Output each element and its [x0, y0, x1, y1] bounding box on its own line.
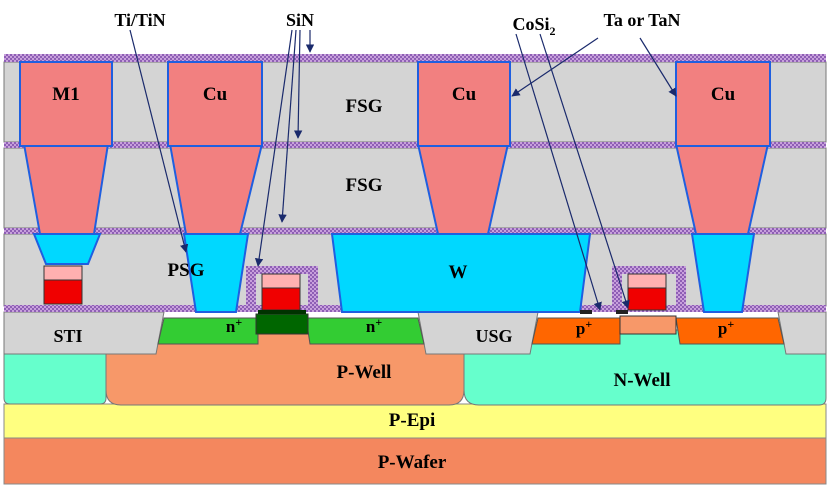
- label-cosi2-sub: 2: [550, 24, 556, 38]
- pmos-gate-spacer: [612, 266, 686, 312]
- label-p-plus-left-sup: +: [585, 317, 592, 331]
- label-n-plus-left-sup: +: [235, 315, 242, 329]
- cosi2-region-3: [258, 310, 306, 314]
- label-p-plus-right: p+: [718, 317, 734, 338]
- pmos-gate-silicide: [627, 273, 667, 289]
- label-w: W: [449, 262, 468, 283]
- p-epi-layer: [3, 403, 827, 439]
- label-n-plus-left-base: n: [226, 317, 236, 336]
- label-p-plus-left-base: p: [576, 319, 585, 338]
- label-n-well: N-Well: [614, 370, 671, 391]
- annotation-arrows: [129, 29, 677, 311]
- label-p-epi: P-Epi: [389, 410, 435, 431]
- sin-cap-3: [4, 228, 826, 234]
- sti-left: [3, 311, 165, 355]
- label-cu-1: Cu: [203, 84, 228, 105]
- cu-line-3: [675, 61, 771, 147]
- label-n-plus-left: n+: [226, 315, 242, 336]
- nmos-channel-oxide: [255, 313, 309, 335]
- label-fsg-lower: FSG: [346, 175, 383, 196]
- nmos-gate-spacer: [246, 266, 318, 312]
- label-p-plus-right-base: p: [718, 319, 727, 338]
- n-well-region: [463, 329, 827, 406]
- label-p-wafer: P-Wafer: [378, 452, 447, 473]
- label-sti: STI: [53, 326, 82, 346]
- sin-cap-2: [4, 142, 826, 148]
- p-plus-right: [675, 317, 785, 345]
- n-plus-left: [157, 317, 259, 345]
- label-cosi2-base: CoSi: [512, 14, 549, 34]
- label-ti-tin: Ti/TiN: [114, 10, 165, 30]
- pmos-gate-poly: [627, 287, 667, 311]
- label-cu-2: Cu: [452, 84, 477, 105]
- sti-gate-silicide: [43, 265, 83, 281]
- cu-line-1: [167, 61, 263, 147]
- label-usg: USG: [475, 326, 512, 346]
- label-ta-tan: Ta or TaN: [603, 10, 680, 30]
- label-n-plus-right: n+: [366, 315, 382, 336]
- sti-right: [777, 311, 827, 355]
- cu-line-2: [417, 61, 511, 147]
- label-p-well: P-Well: [337, 362, 392, 383]
- cosi2-region-2: [616, 310, 628, 314]
- w-plug-right: [690, 233, 756, 313]
- p-plus-left: [531, 317, 621, 345]
- cu-via-1: [22, 143, 110, 235]
- n-plus-right: [305, 317, 425, 345]
- label-psg: PSG: [168, 260, 205, 281]
- label-n-plus-right-base: n: [366, 317, 376, 336]
- nmos-gate-silicide: [261, 273, 301, 289]
- pmos-channel: [619, 315, 677, 335]
- left-n-well: [3, 347, 107, 405]
- sti-gate-poly: [43, 279, 83, 305]
- label-n-plus-right-sup: +: [375, 315, 382, 329]
- cosi2-region-1: [580, 310, 592, 314]
- nmos-gate-poly: [261, 287, 301, 311]
- label-p-plus-right-sup: +: [727, 317, 734, 331]
- p-wafer-layer: [3, 437, 827, 485]
- label-m1: M1: [52, 84, 79, 105]
- label-fsg-upper: FSG: [346, 96, 383, 117]
- label-sin: SiN: [286, 10, 314, 30]
- label-cu-3: Cu: [711, 84, 736, 105]
- w-plug-left: [32, 233, 102, 265]
- sin-cap-top: [4, 54, 826, 62]
- m1-line: [19, 61, 113, 147]
- label-cosi2: CoSi2: [512, 14, 555, 38]
- label-p-plus-left: p+: [576, 317, 592, 338]
